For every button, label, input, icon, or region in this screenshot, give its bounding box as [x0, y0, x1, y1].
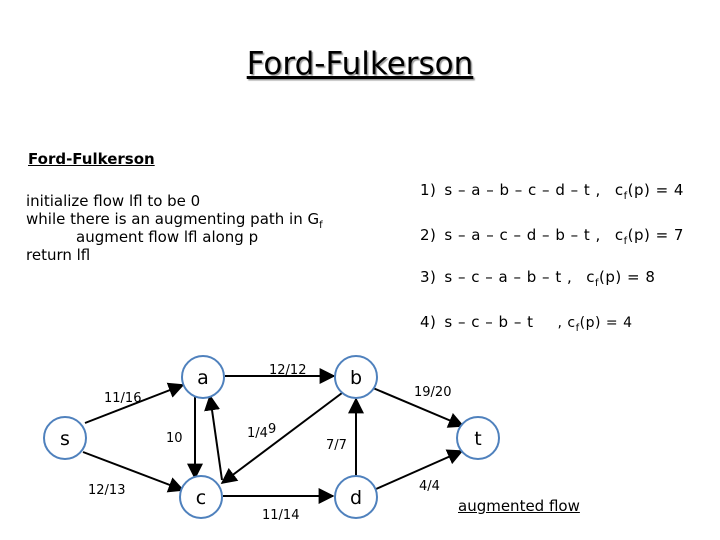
edge-label-b-t: 19/20 — [414, 385, 451, 400]
path-number: 4) — [420, 313, 437, 331]
node-a-label: a — [197, 367, 209, 389]
node-d: d — [334, 475, 378, 519]
edge-b-c — [220, 392, 343, 484]
edge-d-t — [375, 449, 464, 490]
pseudocode-line-1: initialize flow lfl to be 0 — [26, 192, 201, 210]
edge-s-c — [82, 451, 185, 493]
path-capacity: cf(p) = 4 — [614, 181, 684, 202]
edge-s-a — [84, 382, 185, 424]
pseudocode-block: initialize flow lfl to be 0 while there … — [26, 192, 323, 264]
pseudocode-line-2: while there is an augmenting path in Gf — [26, 210, 323, 231]
augmenting-path-2: 2) s – a – c – d – b – t , cf(p) = 7 — [420, 226, 684, 247]
node-a: a — [181, 355, 225, 399]
path-number: 3) — [420, 268, 437, 286]
augmented-flow-caption: augmented flow — [458, 497, 580, 515]
edge-label-d-t: 4/4 — [419, 479, 440, 494]
augmenting-path-1: 1) s – a – b – c – d – t , cf(p) = 4 — [420, 181, 684, 202]
pseudocode-line-2-text: while there is an augmenting path in G — [26, 210, 320, 228]
path-route: s – c – a – b – t , — [444, 268, 573, 286]
edge-label-s-c: 12/13 — [88, 483, 125, 498]
node-t-label: t — [474, 428, 481, 450]
node-s: s — [43, 416, 87, 460]
node-s-label: s — [60, 428, 70, 450]
path-route: s – a – c – d – b – t , — [444, 226, 601, 244]
slide-title: Ford-Fulkerson — [246, 46, 474, 82]
pseudocode-line-2-sub: f — [319, 220, 323, 231]
edge-label-c-a: 1/4 — [247, 426, 268, 441]
edge-b-t — [372, 387, 465, 428]
edge-label-s-a: 11/16 — [104, 391, 141, 406]
pseudocode-line-3: augment flow lfl along p — [76, 228, 259, 246]
node-d-label: d — [350, 487, 362, 509]
edge-label-c-d: 11/14 — [262, 508, 299, 523]
path-number: 1) — [420, 181, 437, 199]
path-route: s – c – b – t — [444, 313, 534, 331]
path-capacity: cf(p) = 7 — [614, 226, 684, 247]
path-number: 2) — [420, 226, 437, 244]
augmenting-path-3: 3) s – c – a – b – t , cf(p) = 8 — [420, 268, 655, 289]
node-c-label: c — [196, 487, 206, 509]
node-t: t — [456, 416, 500, 460]
section-heading: Ford-Fulkerson — [28, 150, 155, 168]
edge-label-a-b: 12/12 — [269, 363, 306, 378]
edge-label-a-c: 10 — [166, 431, 183, 446]
augmenting-path-4: 4) s – c – b – t , cf(p) = 4 — [420, 313, 632, 334]
path-capacity: , cf(p) = 4 — [557, 315, 633, 334]
node-b-label: b — [350, 367, 362, 389]
node-b: b — [334, 355, 378, 399]
edge-label-b-c: 9 — [268, 422, 276, 437]
path-capacity: cf(p) = 8 — [586, 268, 656, 289]
pseudocode-line-4: return lfl — [26, 246, 91, 264]
node-c: c — [179, 475, 223, 519]
edge-c-a — [204, 394, 223, 481]
edge-label-d-b: 7/7 — [326, 438, 347, 453]
path-route: s – a – b – c – d – t , — [444, 181, 601, 199]
